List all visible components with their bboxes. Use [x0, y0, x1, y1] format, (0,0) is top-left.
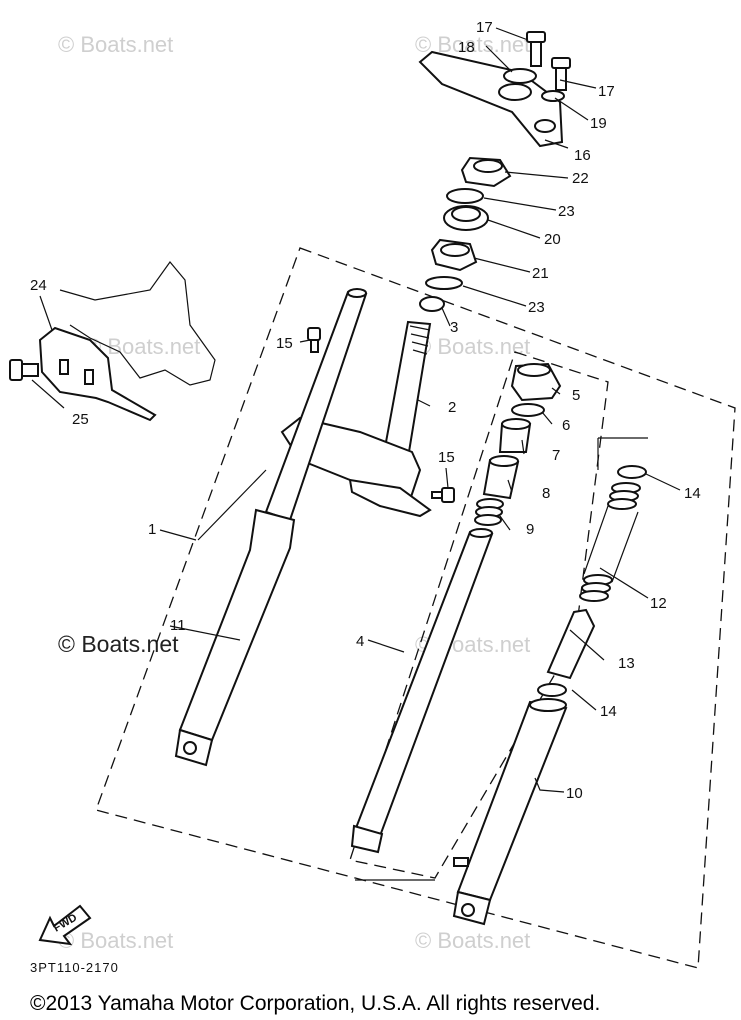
drain-stub — [453, 857, 469, 867]
inner-tube-4 — [354, 530, 494, 838]
callout-7: 7 — [552, 447, 560, 464]
callout-10: 10 — [566, 785, 583, 802]
nut-3 — [419, 296, 445, 312]
watermark-bottom-left: © Boats.net — [58, 928, 173, 953]
bolt-15-side — [431, 487, 455, 503]
callout-6: 6 — [562, 417, 570, 434]
assembly-outline-left — [95, 247, 736, 969]
callout-2: 2 — [448, 399, 456, 416]
stem-thread — [409, 325, 431, 355]
bolt-25 — [9, 359, 39, 381]
piston-13 — [546, 608, 596, 680]
callout-17-left: 17 — [476, 19, 493, 36]
callout-1: 1 — [148, 521, 156, 538]
watermark-main: © Boats.net — [58, 631, 179, 657]
holder-hole-2 — [534, 119, 556, 133]
callout-23-top: 23 — [558, 203, 575, 220]
washer-19 — [541, 90, 565, 102]
ring-23-lower — [425, 276, 463, 290]
axle-hole-right — [461, 903, 475, 917]
fork-outer-tube-11 — [178, 508, 296, 742]
holder-hole — [498, 83, 532, 101]
bolt-15-top — [307, 327, 321, 353]
callout-13: 13 — [618, 655, 635, 672]
watermark-mid-center: © Boats.net — [415, 334, 530, 359]
bearing-race-21 — [430, 238, 478, 272]
bearing-cap-22 — [460, 156, 512, 188]
axle-hole-left — [183, 741, 197, 755]
callout-3: 3 — [450, 319, 458, 336]
bracket-right — [597, 437, 648, 470]
callout-9: 9 — [526, 521, 534, 538]
spring-outline — [583, 505, 639, 583]
clip-6 — [511, 403, 545, 417]
callout-8: 8 — [542, 485, 550, 502]
callout-15-top: 15 — [276, 335, 293, 352]
dust-seal-5 — [510, 362, 562, 402]
callout-22: 22 — [572, 170, 589, 187]
washer-18 — [503, 68, 537, 84]
leader-lines — [31, 27, 681, 793]
circlip-14-lower — [537, 683, 567, 697]
bracket-slot-1 — [59, 359, 69, 375]
meter-bracket-24 — [38, 326, 157, 422]
copyright-notice: ©2013 Yamaha Motor Corporation, U.S.A. A… — [30, 992, 600, 1015]
outer-tube-top — [529, 698, 567, 712]
callout-14-top: 14 — [684, 485, 701, 502]
callout-17-right: 17 — [598, 83, 615, 100]
bolt-17-right — [551, 57, 571, 91]
bearing-race-20 — [443, 205, 489, 231]
watermark-bottom-right: © Boats.net — [415, 928, 530, 953]
callout-23-lower: 23 — [528, 299, 545, 316]
callout-21: 21 — [532, 265, 549, 282]
bracket-slot-2 — [84, 369, 94, 385]
watermark-top-left: © Boats.net — [58, 32, 173, 57]
callout-25: 25 — [72, 411, 89, 428]
handlebar-holder-16 — [418, 50, 564, 148]
callout-24: 24 — [30, 277, 47, 294]
spring-9 — [474, 498, 504, 526]
callout-12: 12 — [650, 595, 667, 612]
under-bracket-plate — [348, 478, 432, 518]
callout-19: 19 — [590, 115, 607, 132]
oil-seal-7 — [498, 418, 532, 453]
inner-tube-base — [350, 824, 384, 854]
part-code: 3PT110-2170 — [30, 960, 119, 975]
fork-top — [347, 288, 367, 298]
bushing-8 — [482, 455, 520, 500]
callout-11: 11 — [170, 617, 186, 634]
callout-15-side: 15 — [438, 449, 455, 466]
outer-tube-10 — [456, 700, 568, 902]
spring-12 — [579, 574, 613, 602]
inner-tube-top — [469, 528, 493, 538]
callout-14-lower: 14 — [600, 703, 617, 720]
callout-5: 5 — [572, 387, 580, 404]
circlip-14-top — [617, 465, 647, 479]
callout-4: 4 — [356, 633, 364, 650]
frame-sketch — [59, 261, 216, 386]
callout-16: 16 — [574, 147, 591, 164]
callout-20: 20 — [544, 231, 561, 248]
spring-upper — [607, 482, 641, 510]
bolt-17-left — [526, 31, 546, 67]
callout-18: 18 — [458, 39, 475, 56]
ring-23-top — [446, 188, 484, 204]
